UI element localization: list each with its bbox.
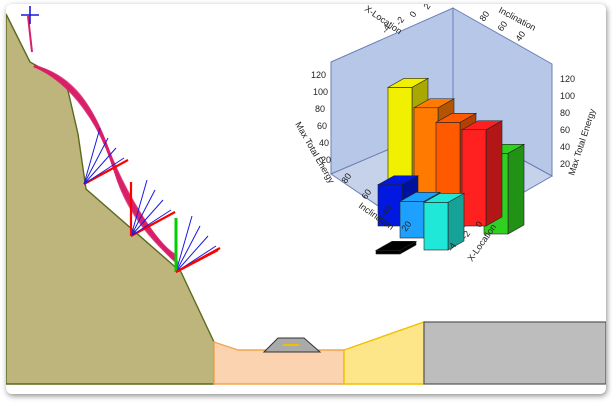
bar <box>387 87 413 191</box>
bar <box>375 250 401 255</box>
bar-top <box>376 175 420 186</box>
normal-vector <box>175 249 219 273</box>
z-axis-label-left: Max Total Energy <box>293 120 337 186</box>
rockfall-trajectories <box>27 15 179 265</box>
velocity-vector <box>175 235 209 273</box>
bar-side <box>485 120 503 227</box>
z-tick-left: 40 <box>319 138 329 148</box>
bar-top <box>434 113 478 123</box>
normal-vector <box>130 211 176 237</box>
z-tick-left: 80 <box>315 104 325 114</box>
velocity-vector <box>130 179 148 237</box>
trajectory-start <box>27 15 33 53</box>
z-tick-left: 20 <box>321 155 331 165</box>
top-x-tick: 2 <box>421 4 432 11</box>
top-incl-tick: 80 <box>477 9 491 23</box>
top-incl-tick: 40 <box>513 29 527 43</box>
bar3d-chart: Max Total Energy Max Total Energy X-Loca… <box>293 4 597 263</box>
bottom-incl-tick: 60 <box>359 187 373 201</box>
top-x-tick: 0 <box>407 9 418 19</box>
velocity-vector <box>175 225 201 273</box>
bar <box>461 129 487 227</box>
velocity-vector <box>130 209 172 237</box>
road-shoulder <box>343 321 425 385</box>
z-tick-right: 80 <box>560 108 570 118</box>
top-incl-tick: 60 <box>495 19 509 33</box>
diagram-frame: Max Total Energy Max Total Energy X-Loca… <box>6 4 606 394</box>
z-tick-right: 100 <box>560 91 575 101</box>
chart-tick-labels: 1201008060402012010080604020-4-202806040… <box>311 4 575 253</box>
bar-top <box>460 120 504 131</box>
velocity-vector <box>83 127 101 185</box>
z-tick-right: 20 <box>560 159 570 169</box>
z-tick-left: 60 <box>317 121 327 131</box>
trajectory-path <box>33 64 179 265</box>
bottom-incl-tick: 80 <box>339 171 353 185</box>
bar-top <box>412 98 456 109</box>
rockfall-diagram: Max Total Energy Max Total Energy X-Loca… <box>6 4 606 385</box>
bar <box>377 184 403 227</box>
z-tick-right: 120 <box>560 74 575 84</box>
bar-top <box>374 241 418 251</box>
z-tick-right: 40 <box>560 142 570 152</box>
bar-top <box>386 78 430 88</box>
velocity-vector <box>130 189 156 237</box>
crosshair-plus-icon <box>21 6 39 24</box>
z-tick-left: 120 <box>311 70 326 80</box>
road-embankment <box>423 321 606 385</box>
bar-side <box>507 143 525 235</box>
bar <box>399 201 425 239</box>
chart-bars <box>374 77 526 255</box>
z-tick-right: 60 <box>560 125 570 135</box>
bottom-incl-tick: 40 <box>379 203 393 217</box>
bar-top <box>398 192 442 202</box>
z-axis-label-right: Max Total Energy <box>566 107 597 177</box>
z-tick-left: 100 <box>313 87 328 97</box>
bar <box>423 202 449 251</box>
bar-top <box>422 193 466 203</box>
bottom-x-tick: 0 <box>473 219 484 229</box>
velocity-vector <box>83 137 109 185</box>
slope-profile <box>6 13 215 385</box>
impact-vectors <box>83 127 221 273</box>
normal-vector <box>83 159 129 185</box>
velocity-vector <box>175 215 193 273</box>
velocity-vector <box>130 199 164 237</box>
velocity-vector <box>83 147 117 185</box>
velocity-vector <box>83 157 125 185</box>
bottom-incl-tick: 20 <box>399 219 413 233</box>
